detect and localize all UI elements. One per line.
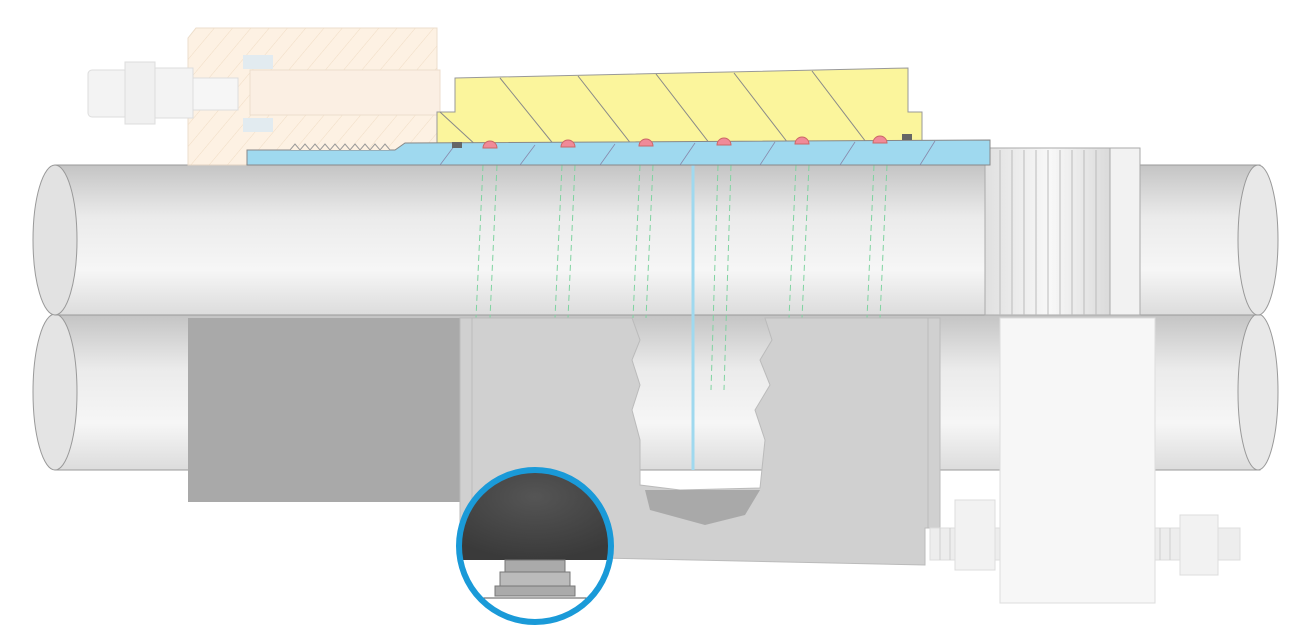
compression-ring — [436, 67, 923, 149]
fitting-body — [187, 27, 441, 166]
seal-projection-lines — [475, 164, 888, 391]
seal-dots — [482, 135, 888, 149]
inner-sleeve — [246, 139, 991, 166]
sleeve-inner-shadow — [645, 490, 760, 525]
quick-coupler — [87, 61, 239, 125]
detail-highlight — [456, 467, 614, 625]
retaining-key-left — [452, 142, 462, 148]
retaining-key-right — [902, 134, 912, 140]
outer-sleeve-dark — [188, 318, 463, 502]
clamp-block — [999, 317, 1156, 604]
ribbed-collar — [984, 147, 1141, 316]
